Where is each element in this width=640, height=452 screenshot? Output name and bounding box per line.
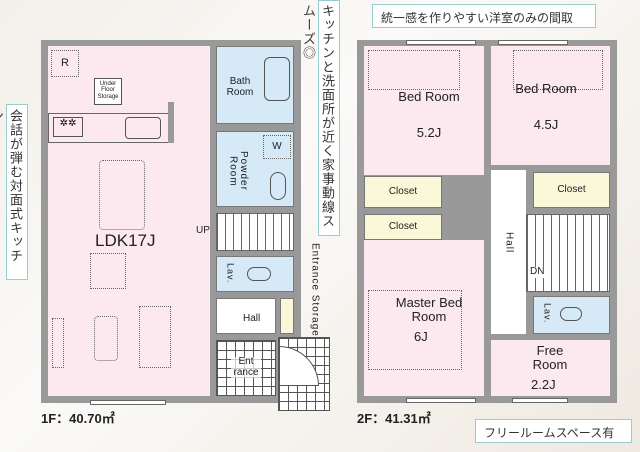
fridge-space: R [51, 50, 79, 77]
sofa-chair [90, 253, 126, 289]
washbasin-icon [270, 172, 286, 200]
hall-1f-label: Hall [243, 313, 261, 324]
tv-board [52, 318, 64, 368]
washer-label: W [272, 141, 282, 152]
entrance-storage [280, 298, 294, 334]
callout-face-to-face-kitchen: 会話が弾む対面式キッチン [0, 104, 28, 280]
hall-1f: Hall [216, 298, 276, 334]
callout-free-room: フリールームスペース有 [475, 419, 632, 443]
bath-room: Bath Room [216, 46, 294, 124]
toilet-icon [560, 307, 582, 321]
bed1-size: 5.2J [416, 125, 442, 140]
floor1-area: 1F：40.70㎡ [41, 411, 115, 426]
hall-2f: Hall [491, 170, 526, 334]
stove-icon: ✲✲ [53, 117, 83, 137]
bed-icon [513, 50, 603, 90]
master-bedroom: Master Bed Room 6J [364, 240, 484, 396]
lavatory-2f: Lav. [533, 296, 610, 334]
closet-3: Closet [533, 172, 610, 208]
closet2-label: Closet [388, 221, 418, 232]
lav-1f-label: Lav. [225, 263, 236, 284]
stairs-1f [216, 213, 294, 251]
porch [278, 337, 330, 411]
master-name: Master Bed Room [395, 295, 463, 324]
powder-label: Powder Room [227, 151, 250, 191]
powder-room: Powder Room W [216, 131, 294, 207]
fridge-label: R [61, 57, 69, 69]
window-bed2 [498, 40, 568, 45]
lav-2f-label: Lav. [542, 303, 553, 324]
closet-2: Closet [364, 214, 442, 240]
callout-right-text: キッチンと洗面所が近く家事動線スムーズ◎ [301, 4, 335, 228]
bed1-name: Bed Room [398, 89, 460, 104]
washer-space: W [263, 135, 291, 159]
closet-1: Closet [364, 176, 442, 208]
callout-left-text: 会話が弾む対面式キッチン [0, 109, 23, 263]
entrance-storage-label: Entrance Storage [309, 243, 321, 337]
free-name: Free Room [532, 343, 568, 372]
callout-kitchen-laundry: キッチンと洗面所が近く家事動線スムーズ◎ [301, 0, 340, 236]
floor2-area: 2F：41.31㎡ [357, 411, 431, 426]
coffee-table [94, 316, 118, 361]
master-size: 6J [414, 329, 428, 344]
dn-label: DN [530, 266, 545, 278]
underfloor-storage: Under Floor Storage [94, 78, 122, 105]
entrance: Ent rance [216, 340, 276, 396]
callout-western-rooms: 統一感を作りやすい洋室のみの間取 [372, 4, 596, 28]
bed-icon [368, 50, 460, 90]
bath-label: Bath Room [226, 76, 254, 98]
free-size: 2.2J [531, 377, 556, 392]
closet3-label: Closet [557, 184, 586, 195]
free-room: Free Room 2.2J [491, 340, 610, 396]
bedroom-4-5: Bed Room 4.5J [491, 46, 610, 165]
dining-table [99, 160, 145, 230]
window-bed1 [406, 40, 476, 45]
bed2-name: Bed Room [515, 81, 577, 96]
ldk-label: LDK17J [95, 231, 156, 250]
ldk-room [48, 46, 210, 396]
sink-icon [125, 117, 161, 139]
callout-bottom-text: フリールームスペース有 [484, 426, 615, 440]
underfloor-label: Under Floor Storage [97, 81, 119, 100]
closet1-label: Closet [388, 186, 418, 197]
bathtub-icon [264, 57, 290, 101]
window-master [406, 398, 476, 403]
lavatory-1f: Lav. [216, 256, 294, 292]
entrance-label: Ent rance [231, 356, 261, 378]
window-ldk [90, 400, 166, 405]
bed-icon [368, 290, 462, 370]
callout-top-text: 統一感を作りやすい洋室のみの間取 [381, 11, 574, 25]
kitchen-pillar [168, 102, 174, 143]
toilet-icon [247, 267, 271, 281]
stairs-2f [526, 214, 610, 292]
bed2-size: 4.5J [533, 117, 559, 132]
up-label: UP [196, 225, 210, 236]
sofa [139, 306, 171, 368]
window-free [512, 398, 568, 403]
front-door[interactable] [279, 346, 319, 386]
hall-2f-label: Hall [503, 232, 515, 254]
bedroom-5-2: Bed Room 5.2J [364, 46, 484, 175]
